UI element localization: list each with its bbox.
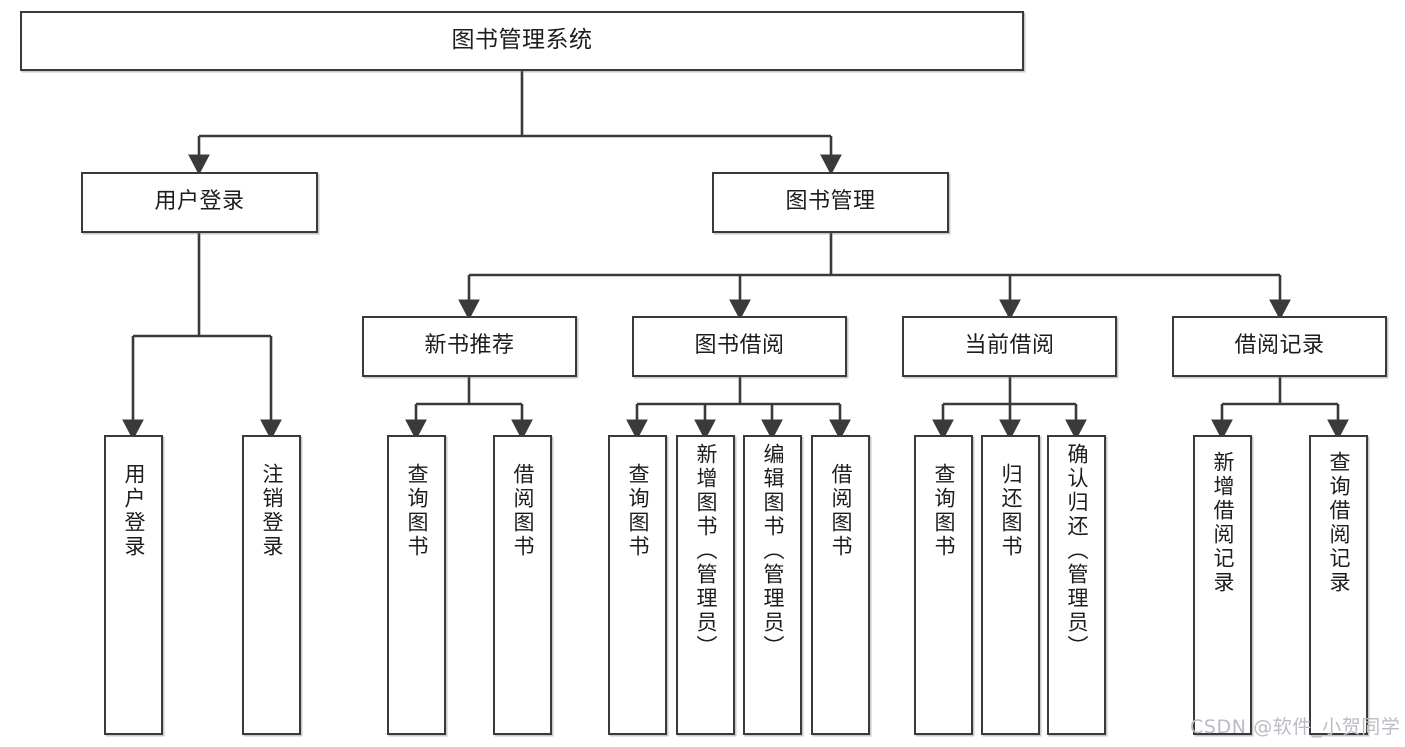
node-user-login[interactable]: 用户登录 xyxy=(81,172,318,233)
node-label: 新书推荐 xyxy=(424,333,515,359)
node-label: 查询图书 xyxy=(932,463,956,559)
node-label: 确认归还（管理员） xyxy=(1065,443,1089,659)
csdn-watermark: CSDN @软件_小贺同学 xyxy=(1190,716,1401,738)
leaf-user-login-signin[interactable]: 用户登录 xyxy=(104,435,163,735)
node-label: 编辑图书（管理员） xyxy=(761,443,785,659)
node-book-borrow[interactable]: 图书借阅 xyxy=(632,316,847,377)
node-new-book-recommend[interactable]: 新书推荐 xyxy=(362,316,577,377)
node-label: 新增借阅记录 xyxy=(1211,451,1235,595)
leaf-current-confirm-return-admin[interactable]: 确认归还（管理员） xyxy=(1047,435,1106,735)
node-label: 查询图书 xyxy=(626,463,650,559)
node-current-borrow[interactable]: 当前借阅 xyxy=(902,316,1117,377)
leaf-user-login-signout[interactable]: 注销登录 xyxy=(242,435,301,735)
leaf-borrow-borrow-book[interactable]: 借阅图书 xyxy=(811,435,870,735)
leaf-borrow-edit-book-admin[interactable]: 编辑图书（管理员） xyxy=(743,435,802,735)
node-root-system[interactable]: 图书管理系统 xyxy=(20,11,1024,71)
node-label: 借阅记录 xyxy=(1234,333,1325,359)
node-borrow-record[interactable]: 借阅记录 xyxy=(1172,316,1387,377)
node-label: 查询图书 xyxy=(405,463,429,559)
node-label: 图书管理 xyxy=(785,189,876,215)
node-label: 借阅图书 xyxy=(511,463,535,559)
node-label: 借阅图书 xyxy=(829,463,853,559)
node-label: 归还图书 xyxy=(999,463,1023,559)
node-label: 查询借阅记录 xyxy=(1327,451,1351,595)
leaf-borrow-add-book-admin[interactable]: 新增图书（管理员） xyxy=(676,435,735,735)
leaf-new-book-borrow[interactable]: 借阅图书 xyxy=(493,435,552,735)
node-label: 图书管理系统 xyxy=(451,27,593,54)
leaf-current-query-book[interactable]: 查询图书 xyxy=(914,435,973,735)
node-label: 用户登录 xyxy=(122,463,146,559)
node-label: 图书借阅 xyxy=(694,333,785,359)
node-label: 注销登录 xyxy=(260,463,284,559)
leaf-new-book-query[interactable]: 查询图书 xyxy=(387,435,446,735)
node-label: 用户登录 xyxy=(154,189,245,215)
leaf-record-query-borrow-record[interactable]: 查询借阅记录 xyxy=(1309,435,1368,735)
leaf-record-add-borrow-record[interactable]: 新增借阅记录 xyxy=(1193,435,1252,735)
leaf-current-return-book[interactable]: 归还图书 xyxy=(981,435,1040,735)
node-book-management[interactable]: 图书管理 xyxy=(712,172,949,233)
leaf-borrow-query-book[interactable]: 查询图书 xyxy=(608,435,667,735)
node-label: 当前借阅 xyxy=(964,333,1055,359)
node-label: 新增图书（管理员） xyxy=(694,443,718,659)
